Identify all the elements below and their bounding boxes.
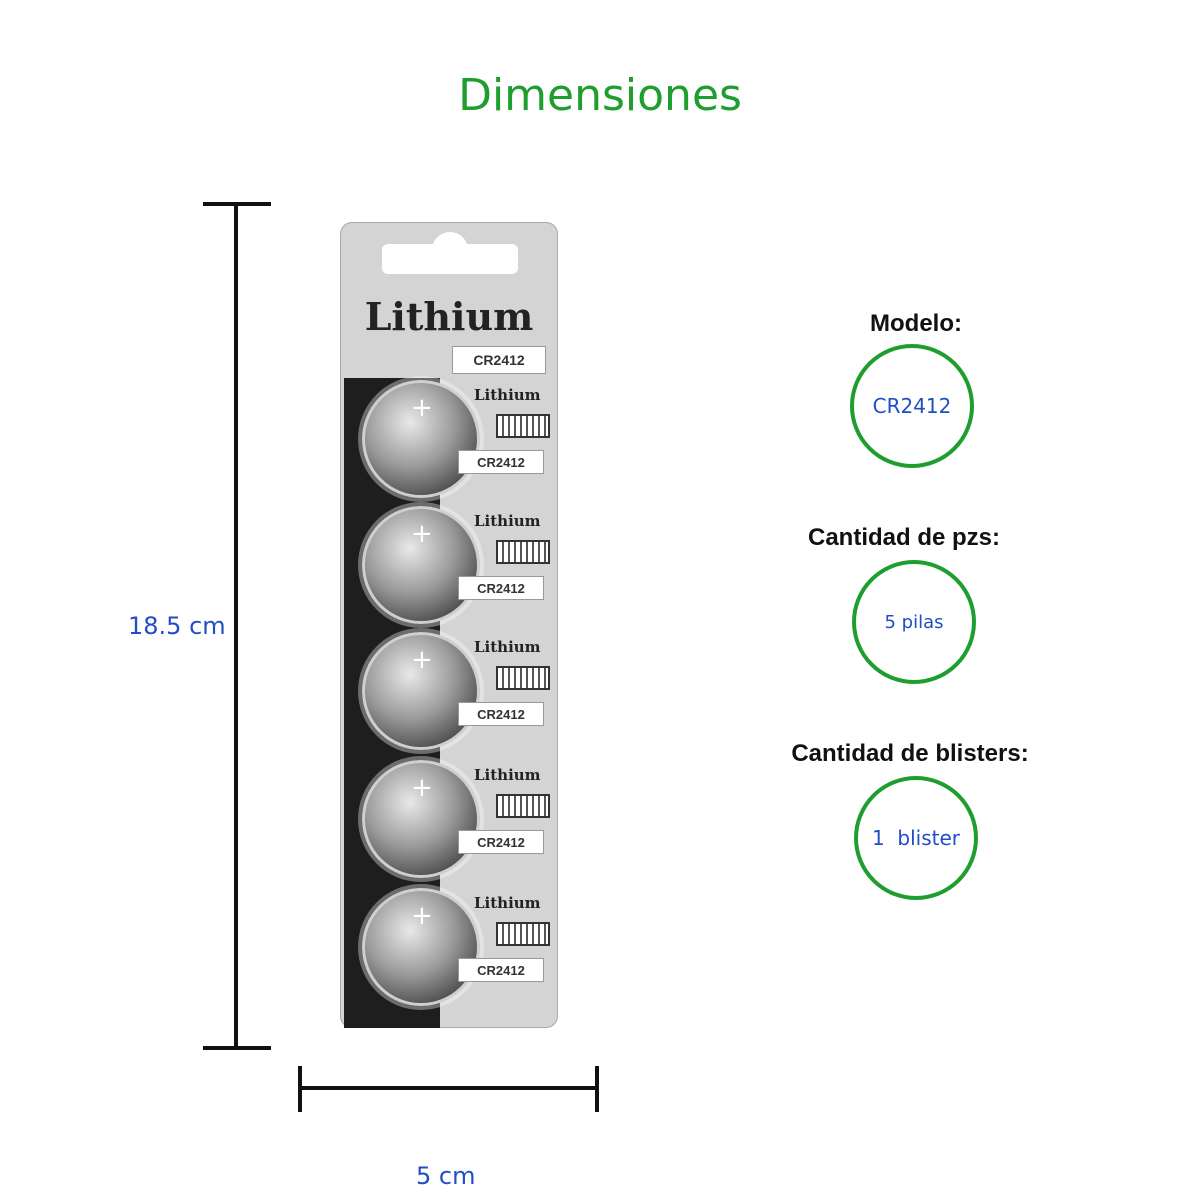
spec-heading-blisters: Cantidad de blisters: (791, 740, 1029, 767)
slot-model: CR2412 (458, 830, 544, 854)
spec-heading-model: Modelo: (870, 310, 962, 337)
coin-cell: + (362, 506, 480, 624)
hang-slot (382, 244, 518, 274)
plus-icon: + (411, 773, 433, 803)
coin-cell: + (362, 380, 480, 498)
slot-brand: Lithium (474, 638, 541, 656)
battery-graphic-icon (496, 794, 550, 818)
battery-blister-card: Lithium CR2412 + Lithium CR2412 + Lithiu… (340, 222, 558, 1028)
plus-icon: + (411, 519, 433, 549)
plus-icon: + (411, 393, 433, 423)
battery-graphic-icon (496, 922, 550, 946)
coin-cell: + (362, 632, 480, 750)
height-label: 18.5 cm (128, 612, 226, 640)
slot-brand: Lithium (474, 766, 541, 784)
plus-icon: + (411, 901, 433, 931)
battery-slot: + Lithium CR2412 (340, 754, 558, 880)
spec-value-quantity: 5 pilas (852, 560, 976, 684)
slot-brand: Lithium (474, 512, 541, 530)
card-model: CR2412 (452, 346, 546, 374)
slot-model: CR2412 (458, 450, 544, 474)
page-title: Dimensiones (458, 70, 742, 121)
battery-slot: + Lithium CR2412 (340, 882, 558, 1008)
card-brand: Lithium (364, 294, 534, 339)
battery-graphic-icon (496, 414, 550, 438)
slot-model: CR2412 (458, 576, 544, 600)
slot-model: CR2412 (458, 702, 544, 726)
coin-cell: + (362, 888, 480, 1006)
slot-model: CR2412 (458, 958, 544, 982)
battery-slot: + Lithium CR2412 (340, 374, 558, 500)
spec-value-model: CR2412 (850, 344, 974, 468)
coin-cell: + (362, 760, 480, 878)
spec-heading-quantity: Cantidad de pzs: (807, 524, 1000, 551)
battery-slot: + Lithium CR2412 (340, 626, 558, 752)
spec-value-blisters: 1 blister (854, 776, 978, 900)
plus-icon: + (411, 645, 433, 675)
slot-brand: Lithium (474, 894, 541, 912)
battery-graphic-icon (496, 666, 550, 690)
width-label: 5 cm (416, 1162, 476, 1190)
battery-graphic-icon (496, 540, 550, 564)
battery-slot: + Lithium CR2412 (340, 500, 558, 626)
slot-brand: Lithium (474, 386, 541, 404)
